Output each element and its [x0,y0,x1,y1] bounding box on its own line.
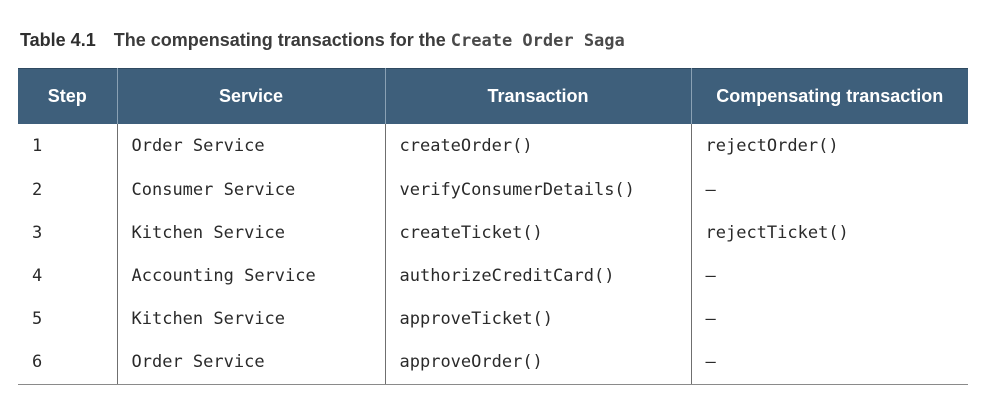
header-compensating-transaction: Compensating transaction [691,68,968,124]
table-row: 4 Accounting Service authorizeCreditCard… [18,254,968,297]
caption-code: Create Order Saga [450,31,625,51]
cell-compensating-transaction: rejectOrder() [705,136,839,156]
cell-service: Order Service [117,340,386,385]
cell-transaction: createOrder() [385,124,692,168]
table-caption: Table 4.1 The compensating transactions f… [20,30,625,51]
cell-transaction: approveOrder() [385,340,692,385]
cell-step: 4 [18,254,118,297]
cell-service: Order Service [117,124,386,168]
cell-step: 5 [18,297,118,340]
compensating-transactions-table: Step Service Transaction Compensating tr… [18,68,968,385]
header-step: Step [18,68,118,124]
cell-service: Kitchen Service [117,297,386,340]
header-row: Step Service Transaction Compensating tr… [18,68,968,124]
header-transaction: Transaction [385,68,692,124]
table-row: 5 Kitchen Service approveTicket() — [18,297,968,340]
cell-service: Accounting Service [117,254,386,297]
table-header: Step Service Transaction Compensating tr… [18,68,968,124]
cell-transaction: authorizeCreditCard() [385,254,692,297]
table-row: 3 Kitchen Service createTicket() rejectT… [18,211,968,254]
cell-compensating-transaction: — [705,179,716,200]
cell-service: Consumer Service [117,168,386,211]
cell-step: 3 [18,211,118,254]
cell-compensating-transaction: — [705,308,716,329]
header-service: Service [117,68,386,124]
cell-step: 1 [18,124,118,168]
table-row: 6 Order Service approveOrder() — [18,340,968,385]
cell-step: 2 [18,168,118,211]
cell-service: Kitchen Service [117,211,386,254]
table-body: 1 Order Service createOrder() rejectOrde… [18,124,968,385]
table-row: 1 Order Service createOrder() rejectOrde… [18,124,968,168]
cell-transaction: verifyConsumerDetails() [385,168,692,211]
cell-step: 6 [18,340,118,385]
cell-compensating-transaction: rejectTicket() [705,222,849,243]
table-row: 2 Consumer Service verifyConsumerDetails… [18,168,968,211]
caption-text: The compensating transactions for the [113,30,451,50]
cell-transaction: approveTicket() [385,297,692,340]
cell-compensating-transaction: — [705,265,716,286]
cell-compensating-transaction: — [691,340,968,385]
table-number: Table 4.1 [20,30,96,50]
cell-transaction: createTicket() [385,211,692,254]
